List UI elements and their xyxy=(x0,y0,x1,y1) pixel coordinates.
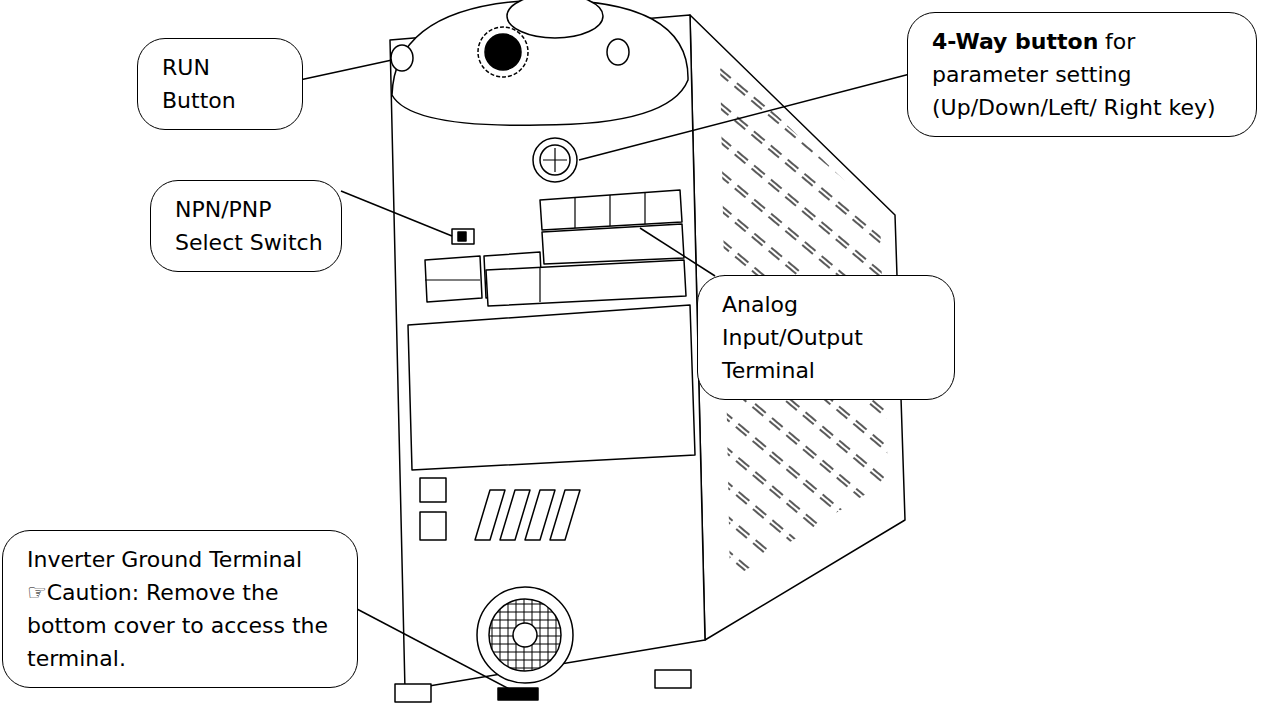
callout-title: Inverter Ground Terminal xyxy=(27,543,339,576)
callout-bubble: 4-Way buttonfor parameter setting (Up/Do… xyxy=(907,12,1257,137)
four-way-button xyxy=(533,138,577,182)
terminal-block xyxy=(486,260,686,306)
four-way-inner xyxy=(540,145,570,175)
cover-latch xyxy=(420,512,446,540)
fan-grill xyxy=(489,599,561,671)
mounting-foot xyxy=(655,670,691,688)
callout-bubble: Inverter Ground Terminal☞Caution: Remove… xyxy=(2,530,358,688)
leader-line xyxy=(302,60,392,79)
run-button xyxy=(391,45,413,71)
terminal-divider xyxy=(575,193,645,228)
cable-slot xyxy=(525,490,555,540)
terminal-divider xyxy=(425,268,540,302)
leader-line xyxy=(357,609,515,692)
leader-line xyxy=(579,75,908,161)
callout-title: RUN Button xyxy=(162,51,284,117)
callout-title: NPN/PNP Select Switch xyxy=(175,193,323,259)
callout-title: Analog Input/Output Terminal xyxy=(722,288,936,387)
dial-ring xyxy=(478,27,528,77)
display-window xyxy=(507,0,603,38)
callout-bubble: RUN Button xyxy=(137,38,303,130)
terminal-block xyxy=(425,256,482,302)
dial-knob xyxy=(485,34,521,70)
four-way-cross xyxy=(543,148,567,172)
callout-bubble: Analog Input/Output Terminal xyxy=(697,275,955,400)
switch-lever xyxy=(458,232,466,241)
callout-note: ☞Caution: Remove the bottom cover to acc… xyxy=(27,576,339,675)
mounting-foot xyxy=(395,684,431,702)
fan-hub xyxy=(513,623,537,647)
ground-terminal xyxy=(498,688,538,700)
cable-slot xyxy=(500,490,530,540)
terminal-block xyxy=(540,190,682,230)
callout-title: 4-Way button xyxy=(932,29,1098,54)
cable-slot xyxy=(475,490,505,540)
leader-line xyxy=(640,228,715,276)
leader-line xyxy=(341,191,452,236)
cooling-fan xyxy=(477,587,573,683)
lower-bay xyxy=(408,305,695,470)
callout-bubble: NPN/PNP Select Switch xyxy=(150,180,342,272)
npn-pnp-switch xyxy=(452,229,474,244)
cover-latch xyxy=(420,478,446,502)
cable-slot xyxy=(550,490,580,540)
stop-button xyxy=(607,39,629,65)
terminal-block xyxy=(542,224,684,264)
